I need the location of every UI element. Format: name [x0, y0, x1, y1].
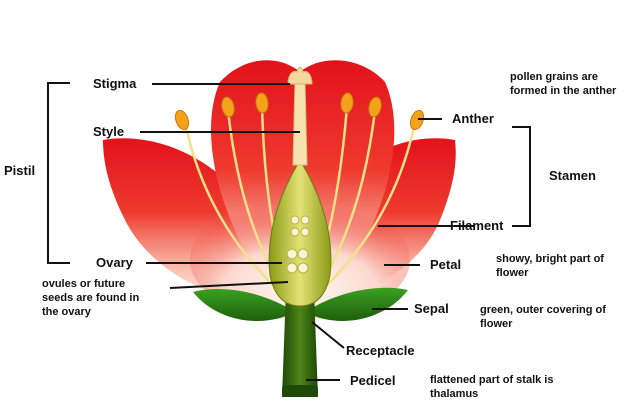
ovule [301, 216, 309, 224]
label-petal: Petal [430, 257, 461, 272]
ovule [287, 263, 297, 273]
label-stamen: Stamen [549, 168, 596, 183]
label-receptacle: Receptacle [346, 343, 415, 358]
note-anther-line2: formed in the anther [510, 85, 617, 97]
ovule [298, 263, 308, 273]
note-petal-line2: flower [496, 267, 529, 279]
ovule [291, 216, 299, 224]
ovule [291, 228, 299, 236]
note-petal-line1: showy, bright part of [496, 253, 604, 265]
label-style: Style [93, 124, 124, 139]
label-pistil: Pistil [4, 163, 35, 178]
note-ovary-line2: seeds are found in [42, 292, 139, 304]
ovule [301, 228, 309, 236]
ovule [287, 249, 297, 259]
label-anther: Anther [452, 111, 494, 126]
style [293, 82, 307, 165]
pedicel-stalk-base [282, 385, 318, 397]
note-anther-line1: pollen grains are [510, 71, 598, 83]
leader-receptacle [312, 322, 344, 348]
note-ovary-line3: the ovary [42, 306, 92, 318]
label-pedicel: Pedicel [350, 373, 396, 388]
note-sepal-line1: green, outer covering of [480, 304, 606, 316]
label-stigma: Stigma [93, 76, 137, 91]
pistil-bracket [48, 83, 70, 263]
note-ovary-line1: ovules or future [42, 278, 125, 290]
note-pedicel-line2: thalamus [430, 388, 478, 400]
stamen-bracket [512, 127, 530, 226]
anther-1 [173, 109, 191, 132]
label-sepal: Sepal [414, 301, 449, 316]
label-filament: Filament [450, 218, 504, 233]
ovule [298, 249, 308, 259]
note-pedicel-line1: flattened part of stalk is [430, 374, 553, 386]
label-ovary: Ovary [96, 255, 134, 270]
note-sepal-line2: flower [480, 318, 513, 330]
